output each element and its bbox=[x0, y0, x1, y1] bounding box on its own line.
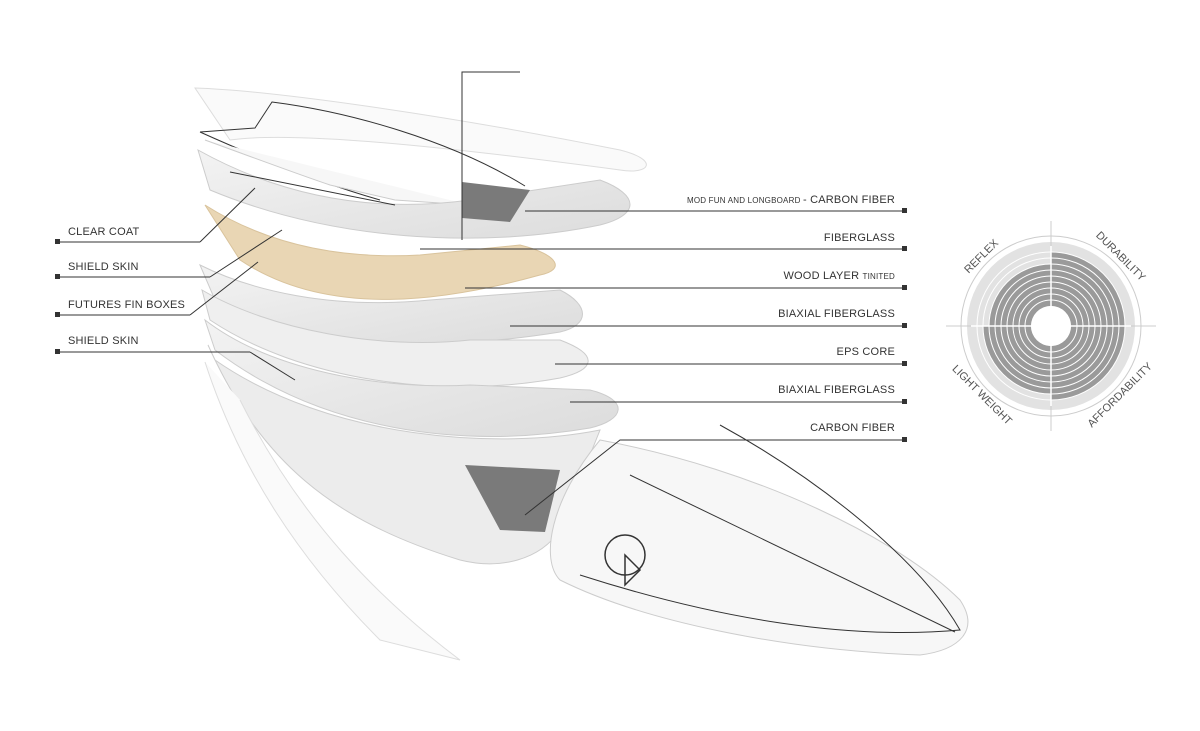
clear-coat-layer bbox=[194, 87, 647, 172]
mod-carbon-strip bbox=[462, 182, 530, 222]
label-clear-coat: CLEAR COAT bbox=[68, 226, 140, 238]
label-wood-layer: WOOD LAYER TINITED bbox=[783, 270, 895, 282]
quadrant-value-light-weight bbox=[983, 326, 1051, 394]
label-text: - CARBON FIBER bbox=[802, 194, 895, 206]
brand-logo bbox=[604, 534, 646, 587]
label-fiberglass: FIBERGLASS bbox=[823, 232, 895, 244]
label-eps-core: EPS CORE bbox=[836, 346, 895, 358]
wood-layer bbox=[204, 204, 556, 300]
label-carbon-fiber: CARBON FIBER bbox=[810, 422, 895, 434]
label-biaxial-fiberglass-bottom: BIAXIAL FIBERGLASS bbox=[778, 384, 895, 396]
deck-outline bbox=[199, 101, 526, 187]
label-futures-fin-boxes: FUTURES FIN BOXES bbox=[68, 299, 186, 311]
carbon-fiber-strip bbox=[465, 465, 560, 532]
label-shield-skin-bottom: SHIELD SKIN bbox=[68, 335, 139, 347]
eps-core-layer bbox=[201, 288, 589, 388]
label-mod-carbon-fiber: MOD FUN AND LONGBOARD - CARBON FIBER bbox=[687, 194, 895, 206]
label-suffix: TINITED bbox=[862, 272, 895, 281]
label-prefix: MOD FUN AND LONGBOARD bbox=[687, 196, 803, 205]
shield-skin-layer bbox=[197, 148, 631, 239]
board-bottom bbox=[549, 439, 969, 656]
label-shield-skin-top: SHIELD SKIN bbox=[68, 261, 139, 273]
label-biaxial-fiberglass-top: BIAXIAL FIBERGLASS bbox=[778, 308, 895, 320]
label-text: WOOD LAYER bbox=[783, 270, 863, 282]
